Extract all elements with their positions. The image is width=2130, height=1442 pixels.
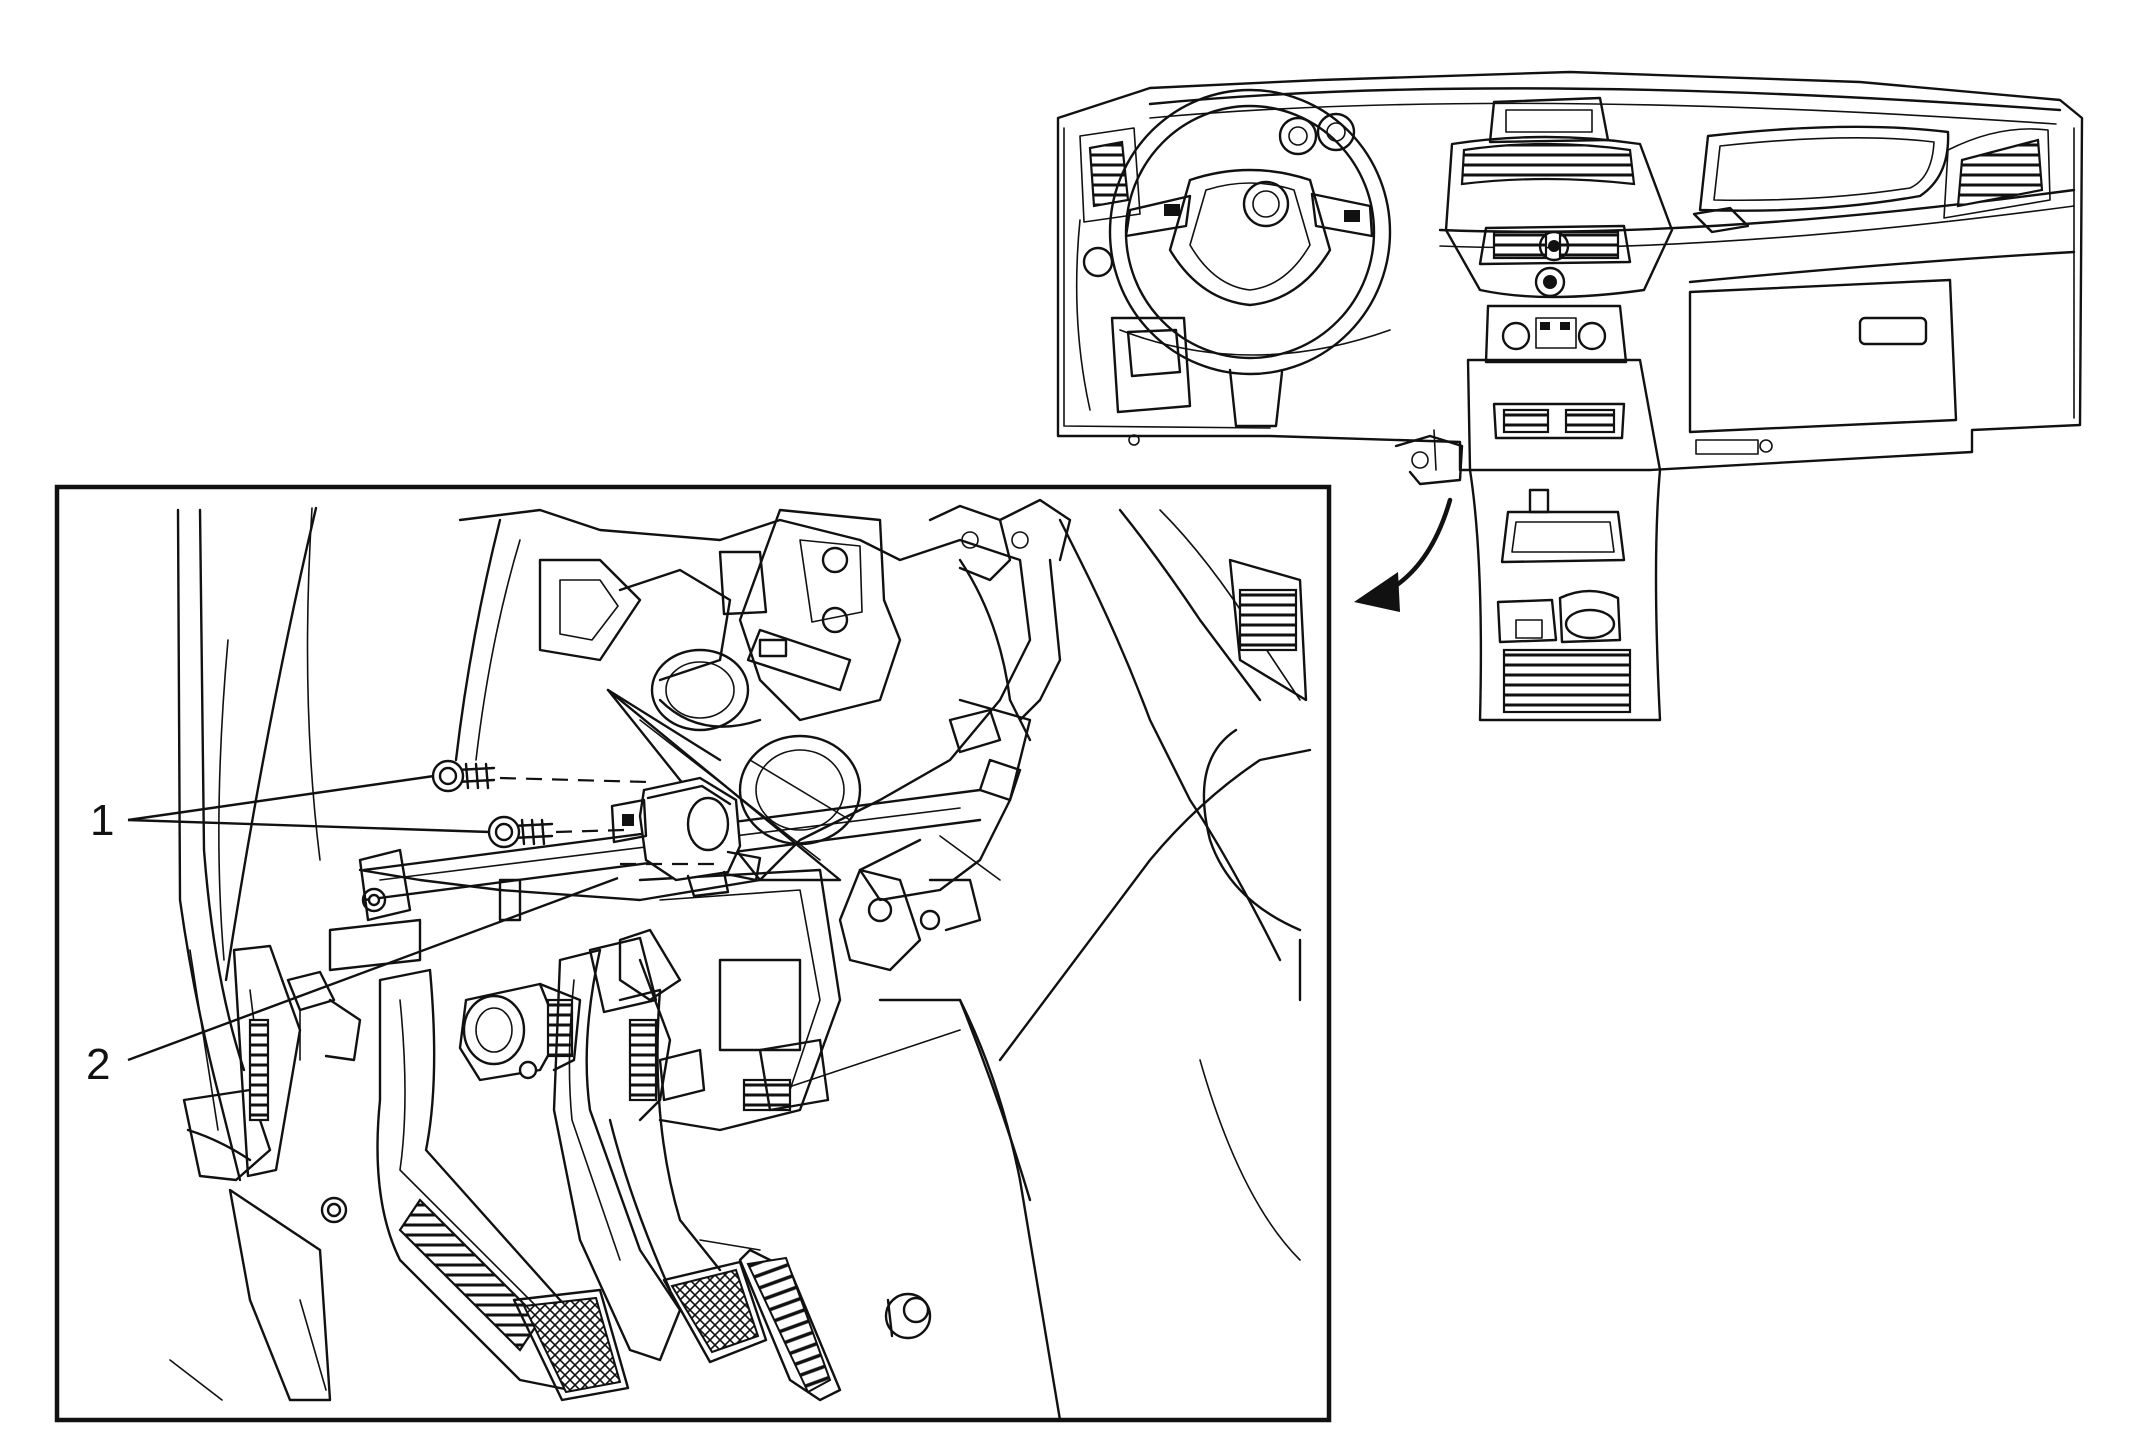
callout-2: 2 (86, 1040, 111, 1089)
pedal-assembly-detail (169, 498, 1312, 1422)
dashboard-overview (1056, 70, 2084, 722)
detail-frame (54, 484, 1332, 1423)
bolt-upper (431, 759, 496, 793)
leader-lines (127, 774, 619, 1062)
pedal-position-switch (610, 776, 762, 898)
bolt-lower (487, 815, 554, 849)
callout-1: 1 (90, 796, 115, 845)
